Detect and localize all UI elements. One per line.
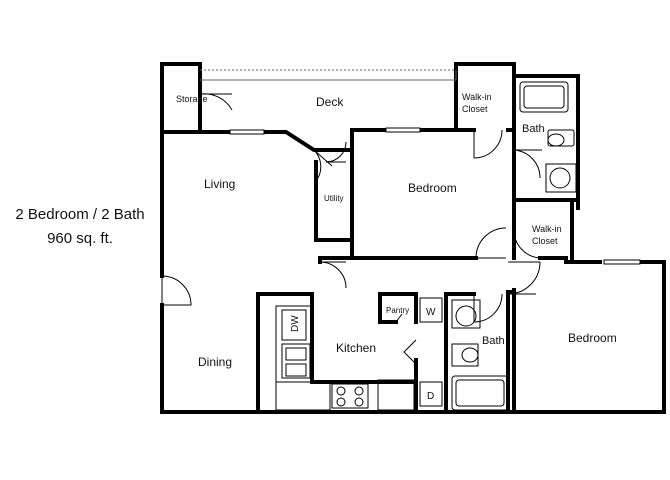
- dryer: [419, 381, 443, 407]
- utility-door: [325, 141, 347, 163]
- bedroom-1-label: Bedroom: [408, 181, 457, 195]
- washer-label: W: [426, 307, 436, 318]
- bedroom2-door: [507, 261, 541, 295]
- closet2-door: [513, 229, 541, 259]
- pantry-laundry-doors: [395, 313, 417, 365]
- walkin-closet-2-label-line2: Closet: [532, 236, 558, 246]
- bath2-door: [473, 293, 503, 323]
- toilet-2: [451, 343, 479, 367]
- walkin-closet-1-label-line2: Closet: [462, 104, 488, 114]
- dishwasher: [281, 309, 307, 341]
- appliance-labels: DW W D: [290, 307, 436, 402]
- kitchen-sink: [281, 343, 311, 379]
- sink-2: [451, 299, 481, 329]
- bath-2-label: Bath: [482, 335, 505, 347]
- toilet-1: [547, 129, 575, 147]
- pantry-label: Pantry: [386, 306, 409, 315]
- walkin-closet-2-label-line1: Walk-in: [532, 224, 562, 234]
- bedroom1-door: [475, 227, 507, 259]
- utility-label: Utility: [324, 194, 344, 203]
- thin-details: [200, 69, 641, 411]
- hall-door: [319, 261, 347, 289]
- sink-1: [545, 163, 577, 193]
- storage-label: Storage: [176, 94, 208, 104]
- storage-door: [199, 93, 233, 111]
- fixtures: [281, 81, 577, 411]
- unit-type-label: 2 Bedroom / 2 Bath: [15, 206, 145, 223]
- dryer-label: D: [427, 391, 434, 402]
- room-labels: Storage Deck Walk-in Closet Bath Living …: [176, 92, 617, 369]
- bathtub-1: [519, 81, 569, 113]
- kitchen-label: Kitchen: [336, 341, 376, 355]
- dishwasher-label: DW: [290, 315, 301, 332]
- doors: [161, 93, 542, 365]
- bath-1-label: Bath: [522, 123, 545, 135]
- closet1-door: [473, 129, 503, 159]
- bedroom-2-label: Bedroom: [568, 331, 617, 345]
- area-label: 960 sq. ft.: [47, 230, 113, 247]
- living-label: Living: [204, 177, 235, 191]
- washer: [419, 297, 443, 323]
- stove: [331, 383, 369, 409]
- dining-entry-door: [161, 275, 192, 306]
- bathtub-2: [451, 375, 509, 411]
- deck-label: Deck: [316, 95, 344, 109]
- walkin-closet-1-label-line1: Walk-in: [462, 92, 492, 102]
- dining-label: Dining: [198, 355, 232, 369]
- walls: [160, 62, 666, 414]
- bath1-door: [513, 149, 542, 179]
- deck-door: [313, 149, 333, 179]
